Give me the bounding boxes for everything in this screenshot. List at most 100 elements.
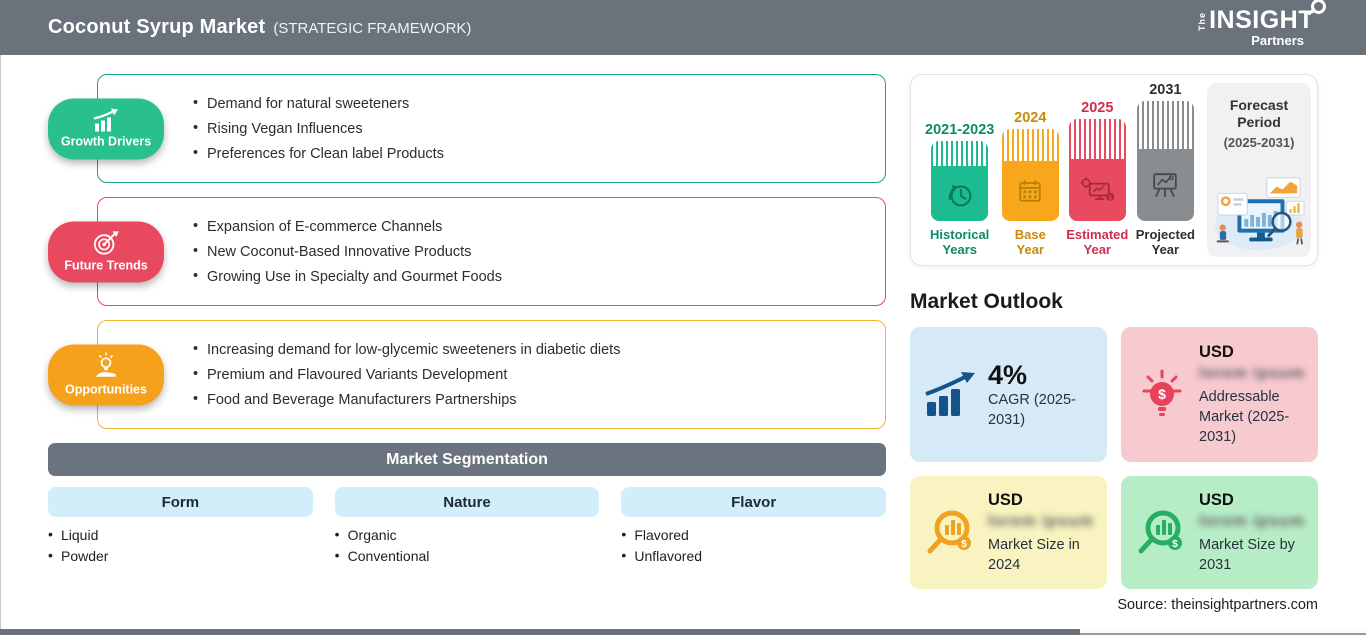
bullet-item: Flavored bbox=[621, 524, 886, 546]
caption-line: Year bbox=[1151, 242, 1180, 257]
bullet-item: Increasing demand for low-glycemic sweet… bbox=[193, 341, 885, 358]
bar-caption: Projected Year bbox=[1136, 227, 1195, 257]
blurred-value: lorem ipsum bbox=[1199, 512, 1306, 530]
bullet-item: Premium and Flavoured Variants Developme… bbox=[193, 366, 885, 383]
bullet-item: Liquid bbox=[48, 524, 313, 546]
bar-year-label: 2025 bbox=[1081, 100, 1114, 116]
market-size-2024-card: $ USD lorem ipsum Market Size in 2024 bbox=[910, 476, 1107, 589]
card-content: USD lorem ipsum Market Size by 2031 bbox=[1199, 491, 1306, 575]
caption-line: Year bbox=[1016, 242, 1044, 257]
bar-year-label: 2024 bbox=[1014, 110, 1047, 126]
forecast-label: Forecast bbox=[1229, 97, 1289, 113]
timeline-bar-historical: 2021-2023 Historic bbox=[925, 122, 994, 257]
blurred-value: lorem ipsum bbox=[1199, 364, 1306, 382]
bar-body: $ bbox=[1068, 159, 1126, 221]
usd-heading: USD bbox=[1199, 342, 1234, 361]
usd-heading: USD bbox=[988, 490, 1023, 509]
bottom-bar bbox=[0, 629, 1080, 635]
growth-arrow-icon bbox=[922, 371, 980, 418]
forecast-label: Period bbox=[1237, 114, 1281, 130]
opportunities-section: Opportunities Increasing demand for low-… bbox=[48, 320, 886, 429]
future-trends-box: Expansion of E-commerce Channels New Coc… bbox=[97, 197, 886, 306]
bulb-hand-icon bbox=[95, 352, 116, 377]
forecast-period-panel: Forecast Period (2025-2031) bbox=[1207, 83, 1311, 257]
bar-historical bbox=[931, 141, 989, 221]
card-content: USD lorem ipsum Addressable Market (2025… bbox=[1199, 343, 1306, 447]
timeline-chart-card: 2021-2023 Historic bbox=[910, 74, 1318, 266]
svg-text:$: $ bbox=[1158, 386, 1166, 402]
market-size-2031-card: $ USD lorem ipsum Market Size by 2031 bbox=[1121, 476, 1318, 589]
bar-caption: Base Year bbox=[1015, 227, 1046, 257]
history-clock-icon bbox=[948, 184, 972, 206]
projection-screen-icon bbox=[1153, 173, 1178, 198]
growth-drivers-box: Demand for natural sweeteners Rising Veg… bbox=[97, 74, 886, 183]
opportunities-badge: Opportunities bbox=[48, 344, 164, 405]
report-title: Coconut Syrup Market bbox=[48, 16, 266, 38]
outlook-title: Market Outlook bbox=[910, 290, 1063, 313]
card-label: Market Size in 2024 bbox=[988, 536, 1080, 573]
card-content: 4% CAGR (2025-2031) bbox=[988, 360, 1095, 430]
addressable-market-card: $ USD lorem ipsum Addressable Market (20… bbox=[1121, 327, 1318, 462]
caption-line: Historical bbox=[930, 227, 990, 242]
bar-year-label: 2021-2023 bbox=[925, 122, 995, 138]
svg-text:$: $ bbox=[961, 539, 967, 550]
bar-stripes bbox=[1136, 101, 1194, 149]
segmentation-columns: Form Liquid Powder Nature Organic Conven… bbox=[48, 487, 886, 567]
bullet-item: Preferences for Clean label Products bbox=[193, 145, 885, 162]
card-label: Market Size by 2031 bbox=[1199, 536, 1295, 573]
page-title: Coconut Syrup Market (STRATEGIC FRAMEWORK… bbox=[48, 16, 471, 39]
logo-partners-text: Partners bbox=[1251, 33, 1304, 48]
outlook-cards: 4% CAGR (2025-2031) bbox=[910, 327, 1318, 589]
segmentation-header-bar: Market Segmentation bbox=[48, 443, 886, 476]
segmentation-column-nature: Nature Organic Conventional bbox=[334, 487, 600, 567]
caption-line: Years bbox=[942, 242, 978, 257]
segmentation-column-flavor: Flavor Flavored Unflavored bbox=[621, 487, 886, 567]
bar-estimated: $ bbox=[1068, 119, 1126, 221]
framework-column: Growth Drivers Demand for natural sweete… bbox=[48, 74, 886, 613]
segmentation-title: Market Segmentation bbox=[386, 450, 548, 468]
forecast-range: (2025-2031) bbox=[1223, 135, 1295, 150]
bar-body bbox=[1136, 149, 1194, 221]
column-items: Organic Conventional bbox=[335, 524, 600, 567]
window-edge-line bbox=[0, 55, 1, 629]
forecast-illustration bbox=[1214, 177, 1305, 251]
report-subtitle: (STRATEGIC FRAMEWORK) bbox=[273, 20, 472, 37]
bullet-item: Rising Vegan Influences bbox=[193, 120, 885, 137]
logo-the-text: The bbox=[1197, 11, 1208, 31]
bottom-bar-right bbox=[1080, 629, 1366, 635]
svg-text:$: $ bbox=[1109, 195, 1113, 202]
bullet-item: Growing Use in Specialty and Gourmet Foo… bbox=[193, 268, 885, 285]
timeline-bar-base: 2024 bbox=[1001, 110, 1059, 257]
timeline-bar-estimated: 2025 bbox=[1066, 100, 1128, 257]
growth-drivers-badge: Growth Drivers bbox=[48, 98, 164, 159]
svg-text:$: $ bbox=[1172, 539, 1178, 550]
bar-stripes bbox=[1068, 119, 1126, 159]
cagr-label: CAGR (2025-2031) bbox=[988, 391, 1076, 428]
usd-heading: USD bbox=[1199, 490, 1234, 509]
cagr-card: 4% CAGR (2025-2031) bbox=[910, 327, 1107, 462]
bullet-item: Expansion of E-commerce Channels bbox=[193, 218, 885, 235]
bar-body bbox=[1001, 161, 1059, 221]
caption-line: Year bbox=[1083, 242, 1111, 257]
calendar-icon bbox=[1019, 180, 1041, 202]
bar-stripes bbox=[931, 141, 989, 166]
bar-stripes bbox=[1001, 129, 1059, 161]
card-content: USD lorem ipsum Market Size in 2024 bbox=[988, 491, 1095, 575]
content-area: Growth Drivers Demand for natural sweete… bbox=[0, 55, 1366, 613]
timeline-bar-projected: 2031 bbox=[1136, 82, 1195, 257]
estimate-monitor-icon: $ bbox=[1080, 177, 1115, 202]
card-label: Addressable Market (2025-2031) bbox=[1199, 388, 1290, 445]
bullet-item: Powder bbox=[48, 545, 313, 567]
badge-label: Growth Drivers bbox=[60, 134, 152, 149]
future-trends-section: Future Trends Expansion of E-commerce Ch… bbox=[48, 197, 886, 306]
source-attribution: Source: theinsightpartners.com bbox=[1117, 597, 1318, 613]
column-header: Flavor bbox=[621, 487, 886, 517]
logo-wordmark: The INSIGHT bbox=[1197, 0, 1326, 33]
target-dart-icon bbox=[93, 231, 119, 255]
column-items: Liquid Powder bbox=[48, 524, 313, 567]
segmentation-column-form: Form Liquid Powder bbox=[48, 487, 313, 567]
bullet-item: New Coconut-Based Innovative Products bbox=[193, 243, 885, 260]
column-header: Nature bbox=[334, 487, 600, 517]
caption-line: Base bbox=[1014, 227, 1046, 242]
bar-caption: Estimated Year bbox=[1066, 227, 1128, 257]
